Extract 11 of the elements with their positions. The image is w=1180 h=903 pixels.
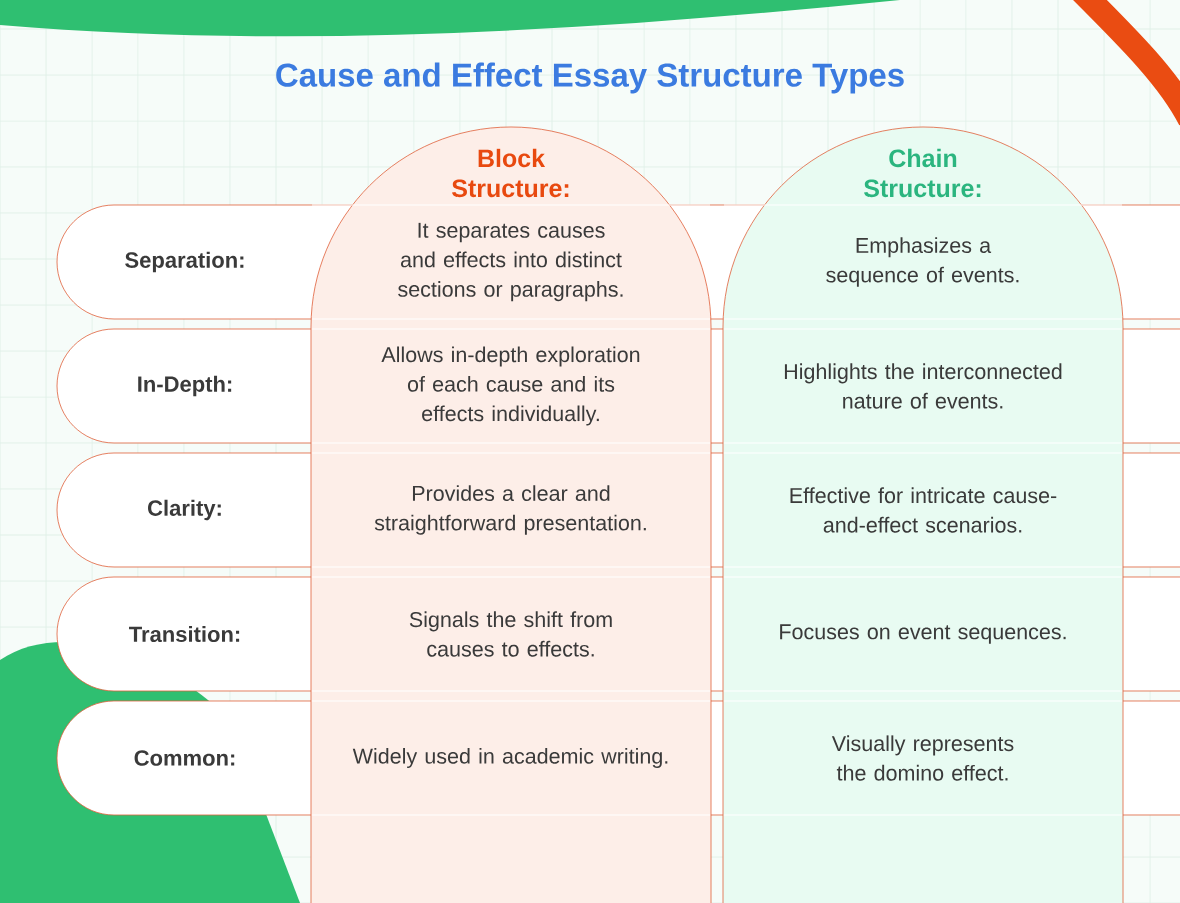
cell-text: Emphasizes a sequence of events. [826,237,1019,287]
cell-text: It separates causes and effects into distinct sections or paragraphs. [398,222,623,302]
cell-text: Effective for intricate cause-and-effect scenarios. [790,487,1057,533]
cell-text: Visually represents the domino effect. [831,735,1014,781]
cell-text: Focuses on event sequences. [780,624,1066,644]
cell-text: Provides a clear and straightforward presentation. [374,485,646,535]
cell-text: Allows in-depth exploration of each cause and its effects individually. [381,346,640,426]
cell-text: Signals the shift from causes to effects. [409,611,612,657]
cell-text: Widely used in academic writing. [352,748,668,769]
cell-text: Highlights the interconnected nature of events. [784,363,1062,409]
title: Cause and Effect Essay Structure Types [276,62,904,94]
